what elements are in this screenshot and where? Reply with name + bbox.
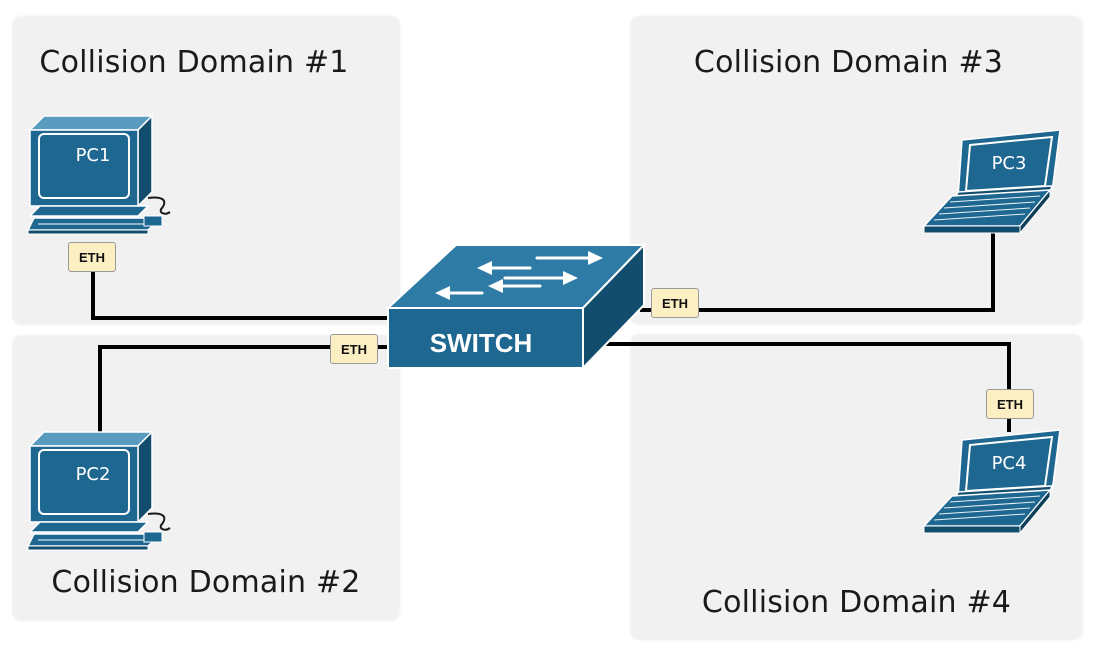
pc3-laptop-icon: PC3	[922, 129, 1061, 235]
switch-icon: SWITCH	[385, 242, 647, 371]
cable-pc1	[91, 255, 410, 320]
collision-domain-1-title: Collision Domain #1	[39, 45, 349, 80]
pc1-label: PC1	[76, 145, 111, 166]
pc4-label: PC4	[992, 453, 1027, 474]
pc4-laptop-icon: PC4	[922, 429, 1061, 535]
pc2-desktop-icon: PC2	[26, 430, 171, 551]
collision-domain-3-title: Collision Domain #3	[693, 45, 1004, 80]
collision-domain-4-title: Collision Domain #4	[701, 585, 1012, 620]
pc3-label: PC3	[992, 153, 1027, 174]
cable-pc4	[605, 342, 1011, 432]
cable-pc2	[98, 345, 395, 432]
switch-label: SWITCH	[430, 328, 533, 358]
eth-port-pc4: ETH	[986, 389, 1034, 419]
eth-port-pc3: ETH	[651, 288, 699, 318]
collision-domain-2-title: Collision Domain #2	[51, 565, 361, 600]
cable-pc3	[640, 232, 995, 312]
cables	[91, 232, 1011, 432]
eth-port-pc2: ETH	[330, 334, 378, 364]
pc1-desktop-icon: PC1	[26, 114, 171, 235]
pc2-label: PC2	[76, 464, 111, 485]
eth-port-pc1: ETH	[68, 242, 116, 272]
